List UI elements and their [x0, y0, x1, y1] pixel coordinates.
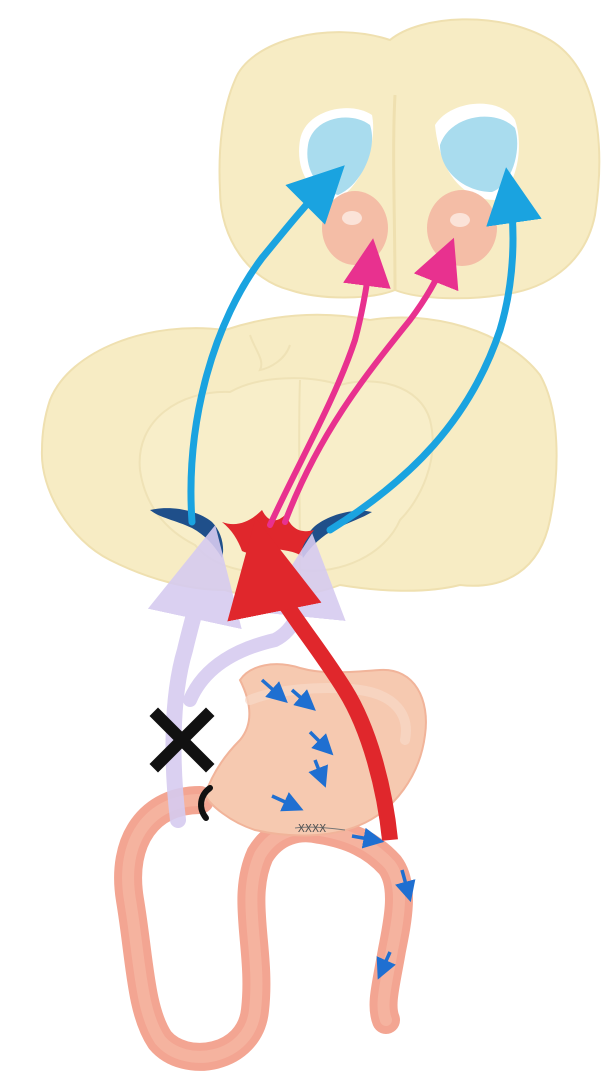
suture-marks: XXXX: [298, 822, 327, 835]
left-peach-highlight: [342, 211, 362, 225]
right-peach-highlight: [450, 213, 470, 227]
right-peach-nucleus: [427, 190, 497, 266]
left-peach-nucleus: [322, 191, 388, 265]
lower-brain-section: [42, 315, 557, 597]
upper-brain-midline: [394, 95, 395, 290]
upper-brain-outline: [220, 19, 600, 298]
upper-brain-section: [220, 19, 600, 298]
